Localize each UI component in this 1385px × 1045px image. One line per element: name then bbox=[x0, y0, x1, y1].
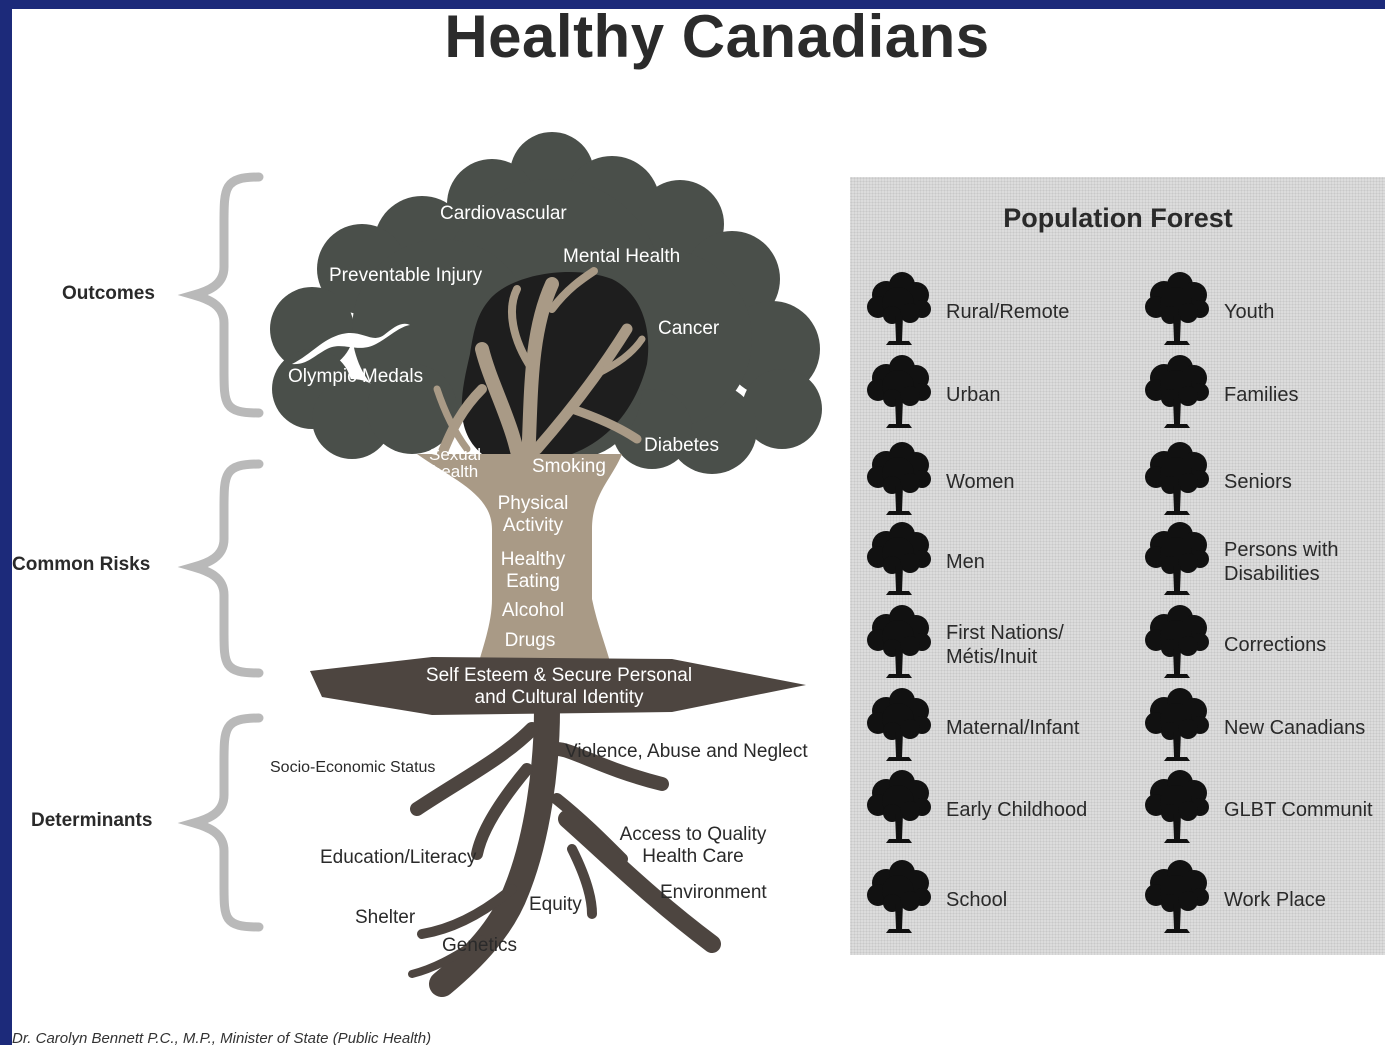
tree-icon bbox=[1140, 685, 1212, 771]
tree-icon bbox=[1140, 439, 1212, 525]
risk-alcohol: Alcohol bbox=[501, 600, 565, 621]
forest-item-right-5: New Canadians bbox=[1140, 685, 1365, 771]
tree-icon bbox=[1140, 602, 1212, 688]
determinant-ses: Socio-Economic Status bbox=[270, 759, 436, 776]
forest-item-label: Youth bbox=[1224, 301, 1275, 323]
credit-line: Dr. Carolyn Bennett P.C., M.P., Minister… bbox=[12, 1030, 432, 1045]
forest-item-label: Urban bbox=[946, 384, 1001, 406]
ground-band bbox=[310, 657, 806, 715]
forest-item-label: GLBT Communit bbox=[1224, 799, 1373, 821]
forest-item-left-1: Urban bbox=[862, 352, 1000, 438]
forest-item-label: Persons with Disabilities bbox=[1224, 539, 1339, 585]
risk-smoking: Smoking bbox=[532, 456, 606, 477]
page-title: Healthy Canadians bbox=[444, 9, 990, 70]
determinant-genetics: Genetics bbox=[442, 935, 517, 956]
forest-item-label: Rural/Remote bbox=[946, 301, 1070, 323]
outcomes-label: Outcomes bbox=[62, 283, 155, 304]
tree-icon bbox=[1140, 352, 1212, 438]
forest-item-right-3: Persons with Disabilities bbox=[1140, 519, 1339, 605]
slide: Healthy Canadians Outcomes Common Risks … bbox=[12, 9, 1385, 1045]
outcome-mental-health: Mental Health bbox=[563, 246, 681, 267]
ground-label: Self Esteem & Secure Personal and Cultur… bbox=[425, 665, 693, 708]
tree-roots bbox=[408, 696, 721, 997]
forest-item-right-6: GLBT Communit bbox=[1140, 767, 1373, 853]
risk-physical-activity: Physical Activity bbox=[497, 493, 569, 536]
forest-item-label: Women bbox=[946, 471, 1015, 493]
risk-healthy-eating: Healthy Eating bbox=[500, 549, 566, 592]
tree-icon bbox=[1140, 269, 1212, 355]
forest-item-left-7: School bbox=[862, 857, 1007, 943]
outcome-cancer: Cancer bbox=[658, 318, 720, 339]
forest-item-label: Maternal/Infant bbox=[946, 717, 1080, 739]
tree-icon bbox=[862, 602, 934, 688]
determinants-label: Determinants bbox=[31, 810, 153, 831]
determinant-equity: Equity bbox=[529, 894, 582, 915]
forest-item-right-7: Work Place bbox=[1140, 857, 1326, 943]
risk-sexual-health: Sexual health bbox=[429, 445, 481, 481]
tree-icon bbox=[862, 857, 934, 943]
tree-illustration bbox=[177, 132, 822, 997]
forest-item-left-3: Men bbox=[862, 519, 985, 605]
tree-icon bbox=[862, 352, 934, 438]
outcomes-brace bbox=[177, 172, 264, 418]
outcome-diabetes: Diabetes bbox=[644, 435, 719, 456]
determinants-brace bbox=[177, 713, 264, 932]
outcome-preventable-injury: Preventable Injury bbox=[329, 265, 483, 286]
tree-icon bbox=[862, 439, 934, 525]
forest-item-label: Seniors bbox=[1224, 471, 1292, 493]
tree-icon bbox=[1140, 519, 1212, 605]
tree-icon bbox=[862, 269, 934, 355]
forest-item-right-2: Seniors bbox=[1140, 439, 1292, 525]
forest-item-left-5: Maternal/Infant bbox=[862, 685, 1079, 771]
forest-item-right-0: Youth bbox=[1140, 269, 1274, 355]
forest-item-left-6: Early Childhood bbox=[862, 767, 1087, 853]
determinant-shelter: Shelter bbox=[355, 907, 416, 928]
outcome-cardiovascular: Cardiovascular bbox=[440, 203, 567, 224]
forest-item-label: Corrections bbox=[1224, 634, 1327, 656]
tree-trunk bbox=[417, 454, 622, 669]
population-forest-title: Population Forest bbox=[1003, 203, 1233, 233]
outcome-olympic-medals: Olympic Medals bbox=[288, 366, 424, 387]
risk-drugs: Drugs bbox=[504, 630, 556, 651]
risks-brace bbox=[177, 459, 264, 678]
tree-icon bbox=[862, 685, 934, 771]
forest-item-left-0: Rural/Remote bbox=[862, 269, 1069, 355]
forest-item-label: First Nations/ Métis/Inuit bbox=[946, 622, 1064, 668]
forest-item-label: Families bbox=[1224, 384, 1299, 406]
tree-icon bbox=[1140, 767, 1212, 853]
tree-icon bbox=[1140, 857, 1212, 943]
determinant-education: Education/Literacy bbox=[320, 847, 477, 868]
forest-item-label: School bbox=[946, 889, 1008, 911]
forest-item-label: Early Childhood bbox=[946, 799, 1088, 821]
tree-icon bbox=[862, 519, 934, 605]
tree-icon bbox=[862, 767, 934, 853]
forest-item-left-4: First Nations/ Métis/Inuit bbox=[862, 602, 1064, 688]
determinant-environment: Environment bbox=[660, 882, 767, 903]
forest-item-left-2: Women bbox=[862, 439, 1015, 525]
forest-item-label: Work Place bbox=[1224, 889, 1326, 911]
determinant-access: Access to Quality Health Care bbox=[619, 824, 767, 867]
determinant-violence: Violence, Abuse and Neglect bbox=[565, 741, 808, 762]
common-risks-label: Common Risks bbox=[12, 554, 151, 575]
forest-item-right-1: Families bbox=[1140, 352, 1298, 438]
forest-item-label: Men bbox=[946, 551, 985, 573]
forest-item-right-4: Corrections bbox=[1140, 602, 1326, 688]
forest-item-label: New Canadians bbox=[1224, 717, 1366, 739]
